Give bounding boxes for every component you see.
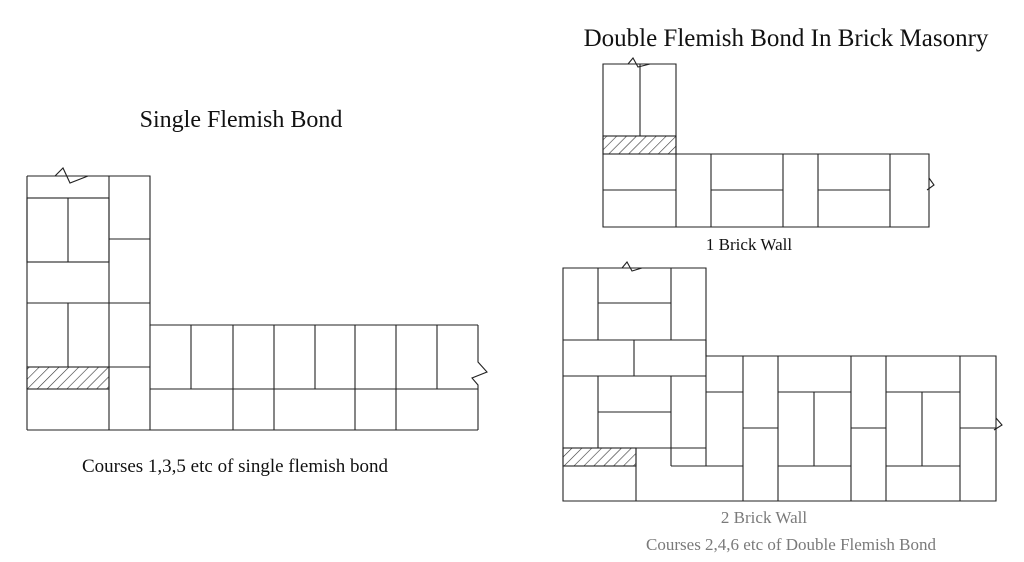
main-title: Double Flemish Bond In Brick Masonry <box>584 25 989 52</box>
queen-closer-hatched <box>26 366 110 390</box>
single-flemish-title: Single Flemish Bond <box>140 107 343 133</box>
one-brick-wall-diagram <box>602 57 935 228</box>
one-brick-wall-label: 1 Brick Wall <box>706 235 792 254</box>
single-flemish-caption: Courses 1,3,5 etc of single flemish bond <box>82 456 389 477</box>
two-brick-wall-diagram <box>562 261 1003 502</box>
one-brick-bricks <box>602 57 935 228</box>
single-flemish-bond-diagram <box>26 167 488 431</box>
double-flemish-caption: Courses 2,4,6 etc of Double Flemish Bond <box>646 535 936 554</box>
two-brick-bricks <box>562 261 1003 502</box>
two-brick-wall-label: 2 Brick Wall <box>721 508 807 527</box>
two-brick-closer-hatched <box>562 447 637 467</box>
one-brick-closer-hatched <box>602 135 677 155</box>
single-bond-bricks <box>26 167 488 431</box>
